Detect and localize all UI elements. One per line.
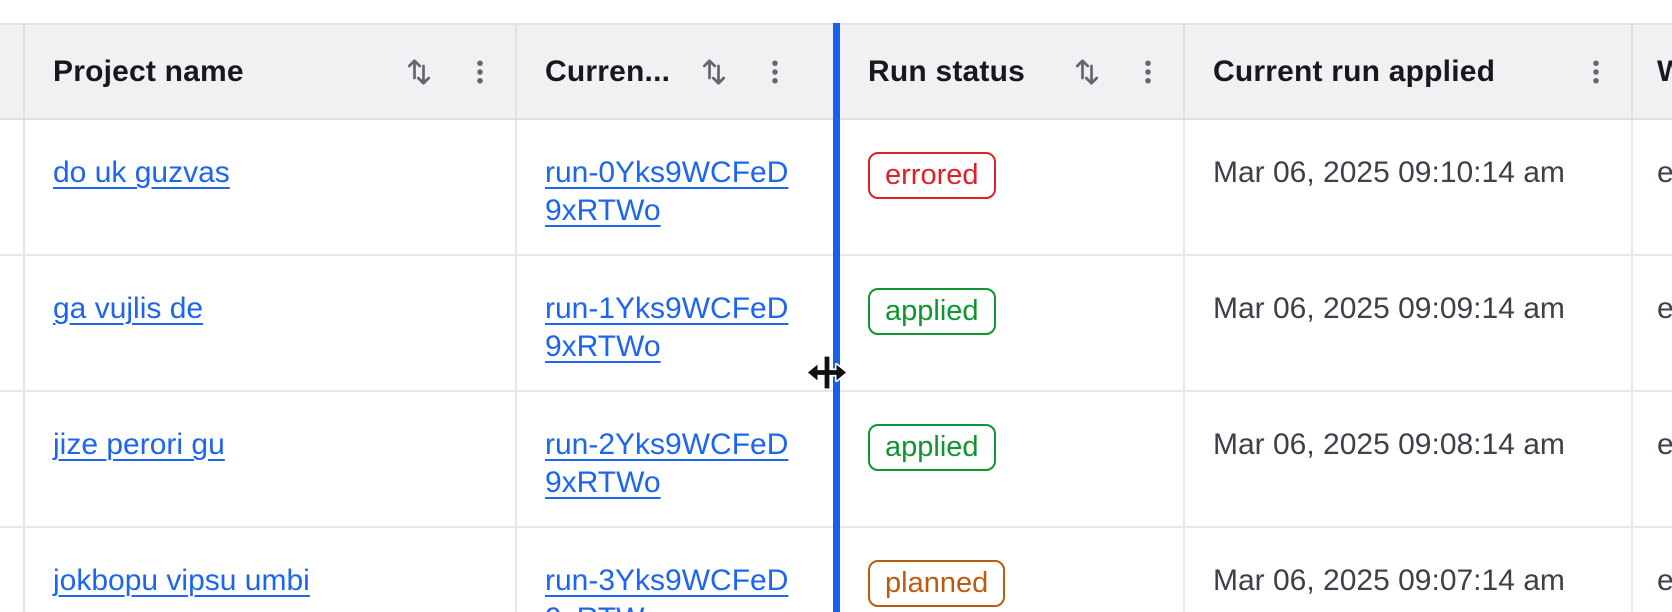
sort-icon[interactable]: [401, 54, 437, 90]
scrolled-column-edge-header: [0, 25, 25, 118]
column-header-project-name[interactable]: Project name: [25, 25, 517, 118]
current-run-applied-timestamp: Mar 06, 2025 09:07:14 am: [1213, 564, 1565, 597]
current-run-link[interactable]: run-2Yks9WCFeD9xRTWo: [545, 428, 789, 499]
kebab-menu-icon[interactable]: [760, 57, 790, 87]
current-run-cell: run-2Yks9WCFeD9xRTWo: [517, 392, 840, 526]
project-name-cell: jokbopu vipsu umbi: [25, 528, 517, 612]
current-run-applied-cell: Mar 06, 2025 09:10:14 am: [1185, 120, 1633, 254]
kebab-menu-icon[interactable]: [1581, 57, 1611, 87]
run-status-cell: applied: [840, 392, 1185, 526]
current-run-applied-cell: Mar 06, 2025 09:07:14 am: [1185, 528, 1633, 612]
current-run-applied-timestamp: Mar 06, 2025 09:08:14 am: [1213, 428, 1565, 461]
column-header-next-column[interactable]: W: [1633, 25, 1672, 118]
kebab-menu-icon[interactable]: [1133, 57, 1163, 87]
next-column-cell: e: [1633, 256, 1672, 390]
project-name-cell: ga vujlis de: [25, 256, 517, 390]
run-status-cell: planned: [840, 528, 1185, 612]
current-run-link[interactable]: run-1Yks9WCFeD9xRTWo: [545, 292, 789, 363]
current-run-link[interactable]: run-0Yks9WCFeD9xRTWo: [545, 156, 789, 227]
kebab-menu-icon[interactable]: [465, 57, 495, 87]
current-run-applied-timestamp: Mar 06, 2025 09:09:14 am: [1213, 292, 1565, 325]
scrolled-column-edge-cell: [0, 256, 25, 390]
next-column-cell: e: [1633, 120, 1672, 254]
run-status-badge: errored: [868, 152, 996, 199]
project-name-link[interactable]: ga vujlis de: [53, 292, 204, 325]
run-status-badge: planned: [868, 560, 1006, 607]
column-resize-indicator[interactable]: [833, 23, 840, 612]
current-run-applied-cell: Mar 06, 2025 09:09:14 am: [1185, 256, 1633, 390]
sort-icon[interactable]: [696, 54, 732, 90]
current-run-applied-cell: Mar 06, 2025 09:08:14 am: [1185, 392, 1633, 526]
run-status-badge: applied: [868, 288, 996, 335]
column-header-controls: [1581, 57, 1611, 87]
column-header-current-run[interactable]: Curren...: [517, 25, 840, 118]
next-column-text: e: [1657, 428, 1672, 461]
current-run-cell: run-0Yks9WCFeD9xRTWo: [517, 120, 840, 254]
project-name-cell: jize perori gu: [25, 392, 517, 526]
column-header-run-status[interactable]: Run status: [840, 25, 1185, 118]
column-header-current-run-applied[interactable]: Current run applied: [1185, 25, 1633, 118]
current-run-cell: run-1Yks9WCFeD9xRTWo: [517, 256, 840, 390]
run-status-badge: applied: [868, 424, 996, 471]
next-column-text: e: [1657, 156, 1672, 189]
run-status-cell: errored: [840, 120, 1185, 254]
column-header-label: Curren...: [545, 54, 671, 88]
current-run-cell: run-3Yks9WCFeD9xRTWo: [517, 528, 840, 612]
scrolled-column-edge-cell: [0, 528, 25, 612]
scrolled-column-edge-cell: [0, 120, 25, 254]
column-header-label: Current run applied: [1213, 54, 1496, 88]
next-column-text: e: [1657, 292, 1672, 325]
column-header-controls: [696, 54, 790, 90]
sort-icon[interactable]: [1069, 54, 1105, 90]
scrolled-column-edge-cell: [0, 392, 25, 526]
project-name-cell: do uk guzvas: [25, 120, 517, 254]
column-header-label: Project name: [53, 54, 244, 88]
current-run-link[interactable]: run-3Yks9WCFeD9xRTWo: [545, 564, 789, 612]
next-column-cell: e: [1633, 528, 1672, 612]
column-header-controls: [1069, 54, 1163, 90]
current-run-applied-timestamp: Mar 06, 2025 09:10:14 am: [1213, 156, 1565, 189]
project-name-link[interactable]: do uk guzvas: [53, 156, 230, 189]
next-column-text: e: [1657, 564, 1672, 597]
next-column-cell: e: [1633, 392, 1672, 526]
project-name-link[interactable]: jize perori gu: [53, 428, 225, 461]
run-status-cell: applied: [840, 256, 1185, 390]
project-name-link[interactable]: jokbopu vipsu umbi: [53, 564, 310, 597]
column-header-controls: [401, 54, 495, 90]
column-header-label: W: [1657, 54, 1672, 88]
column-header-label: Run status: [868, 54, 1026, 88]
